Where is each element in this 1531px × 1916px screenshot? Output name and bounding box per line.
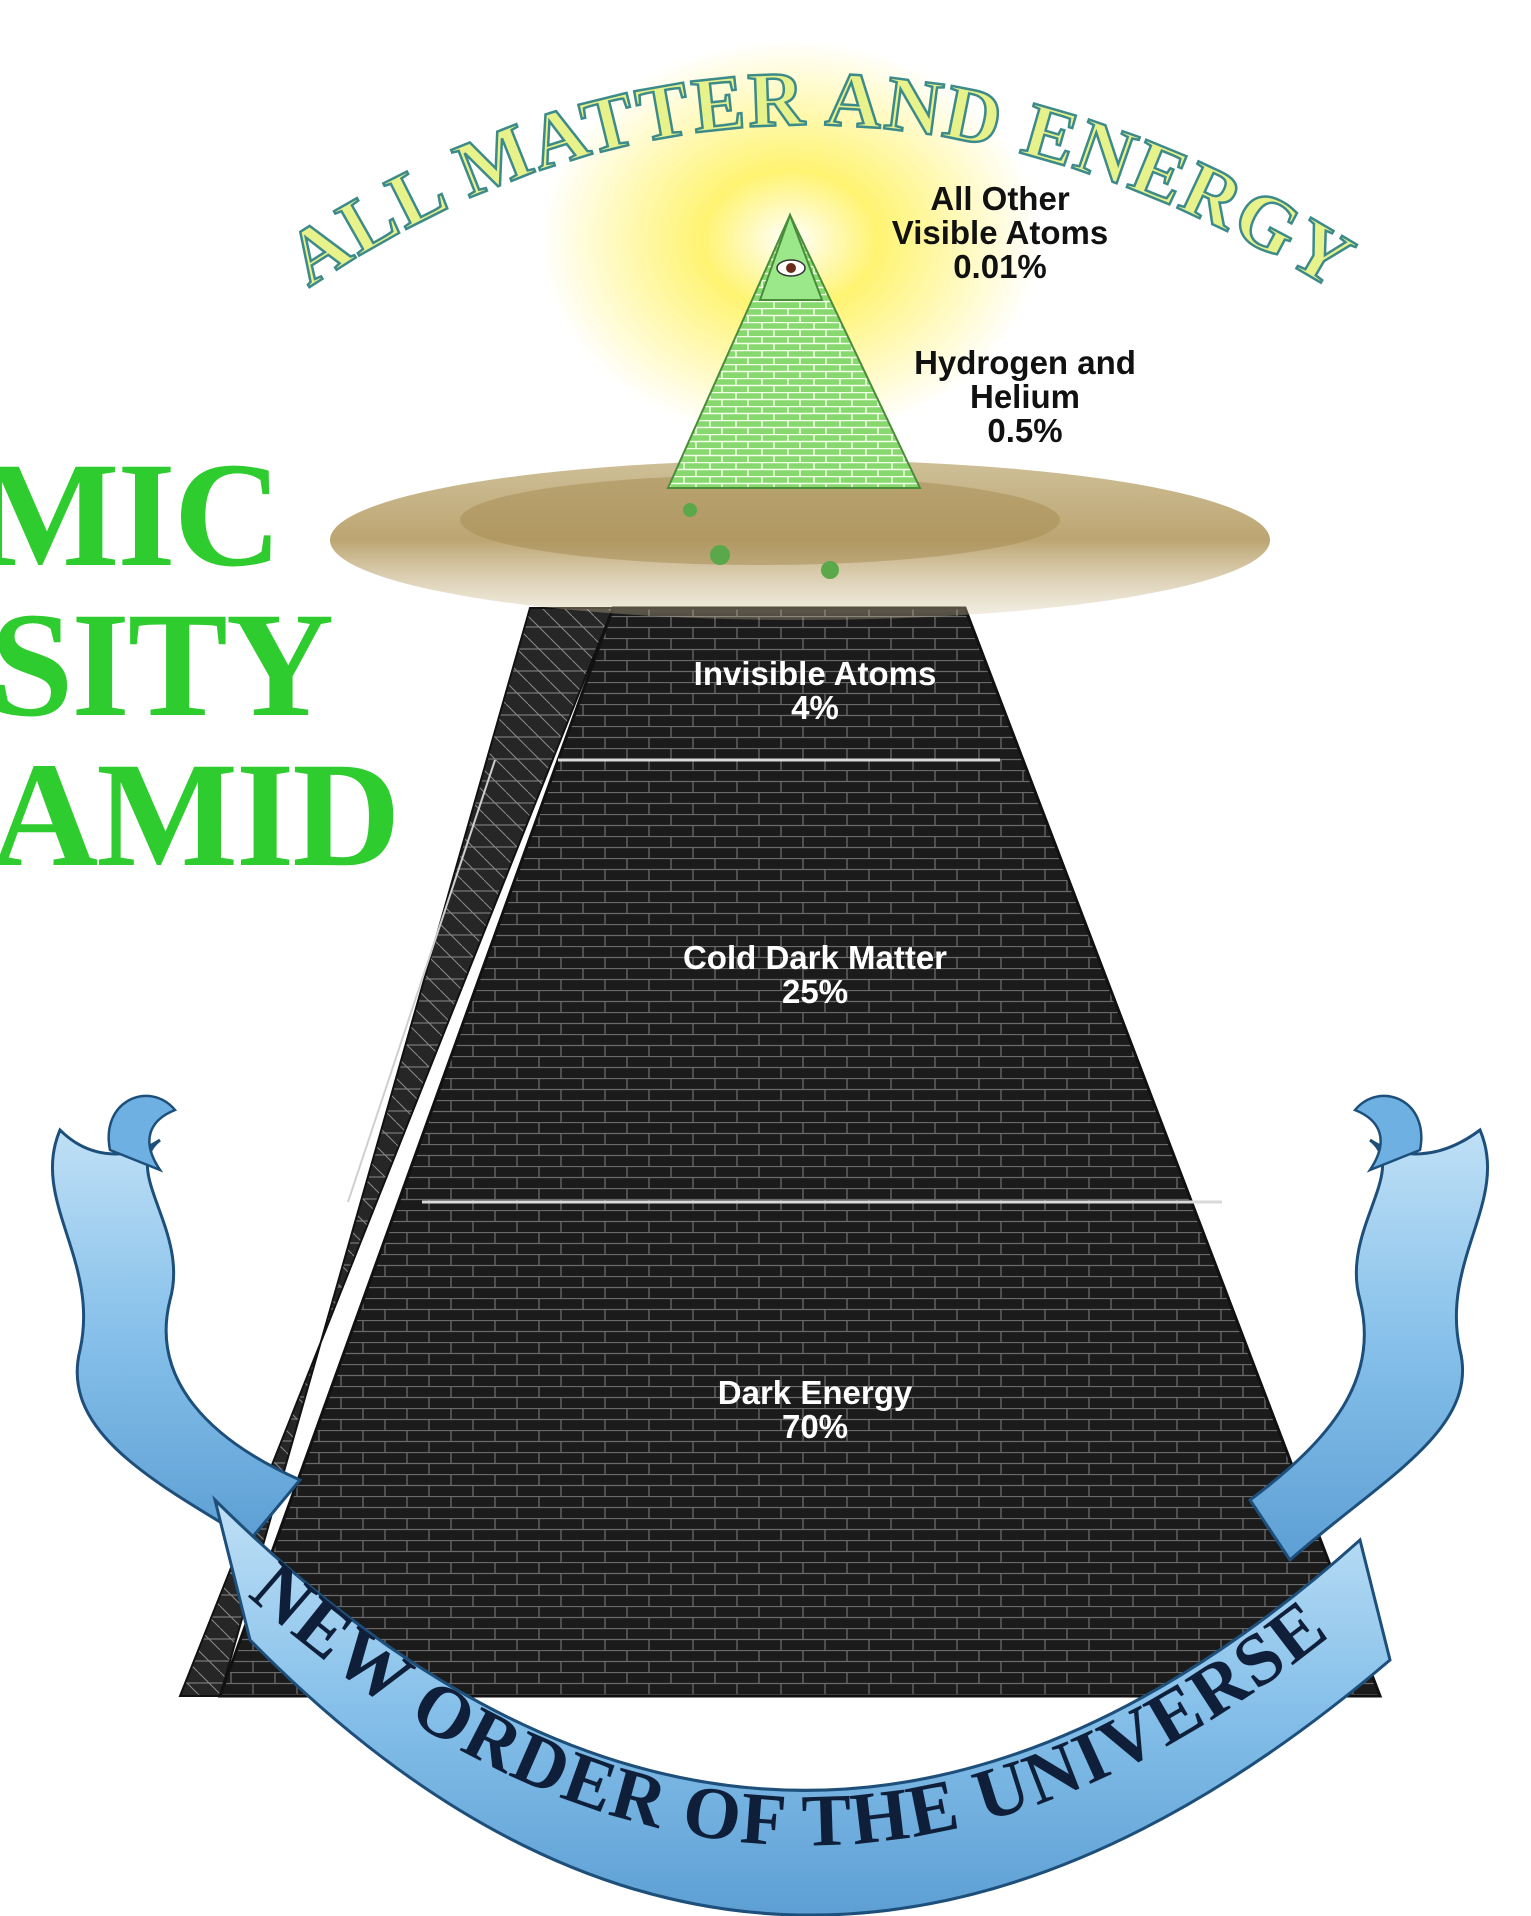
label-hydrogen-helium-line2: Helium <box>969 378 1081 415</box>
label-dark-energy-value: 70% <box>781 1408 849 1445</box>
label-all-other-visible-atoms: All Other Visible Atoms 0.01% <box>855 182 1145 284</box>
eye-pupil <box>786 263 796 273</box>
label-all-other-visible-atoms-value: 0.01% <box>953 248 1047 285</box>
side-title-line-1: MIC <box>0 432 282 598</box>
label-dark-energy: Dark Energy 70% <box>640 1376 990 1444</box>
side-edge-line-1 <box>347 759 496 1203</box>
grass-tuft-3 <box>683 503 697 517</box>
label-invisible-atoms-line1: Invisible Atoms <box>693 655 937 692</box>
ribbon-left-curl <box>107 1094 178 1173</box>
ribbon-left-scroll <box>50 1127 303 1542</box>
ground-shadow <box>460 475 1060 565</box>
label-dark-energy-line1: Dark Energy <box>717 1374 913 1411</box>
side-title-line-2: SITY <box>0 582 334 748</box>
capstone-pyramid <box>666 212 922 489</box>
label-cold-dark-matter-value: 25% <box>781 973 849 1010</box>
label-all-other-visible-atoms-line1: All Other <box>930 180 1070 217</box>
label-hydrogen-helium-line1: Hydrogen and <box>914 344 1136 381</box>
label-all-other-visible-atoms-line2: Visible Atoms <box>891 214 1109 251</box>
label-invisible-atoms: Invisible Atoms 4% <box>640 657 990 725</box>
label-invisible-atoms-value: 4% <box>791 689 839 726</box>
label-cold-dark-matter-line1: Cold Dark Matter <box>682 939 948 976</box>
label-hydrogen-helium-value: 0.5% <box>987 412 1063 449</box>
label-cold-dark-matter: Cold Dark Matter 25% <box>615 941 1015 1009</box>
grass-tuft-2 <box>821 561 839 579</box>
label-hydrogen-helium: Hydrogen and Helium 0.5% <box>880 346 1170 448</box>
banner-ribbon <box>212 1495 1392 1916</box>
grass-tuft-1 <box>710 545 730 565</box>
ribbon-right-curl <box>1352 1094 1423 1173</box>
ribbon-right-scroll <box>1247 1127 1490 1563</box>
capstone-tip <box>758 212 824 301</box>
